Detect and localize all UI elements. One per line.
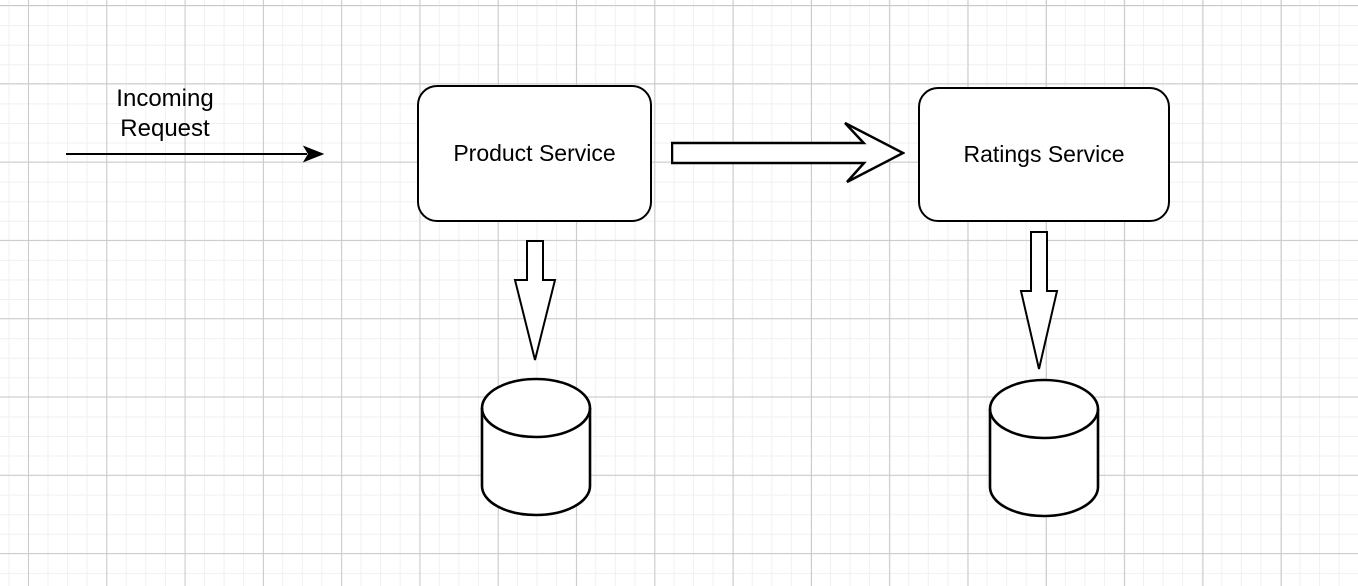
node-product-service-label: Product Service: [453, 140, 616, 166]
incoming-request-label: Incoming Request: [85, 84, 245, 144]
ratings-to-db-arrow-icon: [1018, 230, 1060, 371]
node-ratings-service-label: Ratings Service: [963, 141, 1125, 167]
ratings-database-cylinder-icon: [988, 378, 1100, 518]
node-ratings-service: Ratings Service: [918, 87, 1170, 222]
product-to-db-arrow-icon: [512, 239, 558, 362]
product-database-cylinder-icon: [480, 377, 592, 517]
incoming-request-label-line2: Request: [120, 115, 210, 142]
incoming-request-label-line1: Incoming: [116, 85, 214, 112]
product-to-ratings-arrow-icon: [671, 120, 905, 186]
incoming-request-arrow-icon: [60, 145, 325, 163]
node-product-service: Product Service: [417, 85, 652, 222]
